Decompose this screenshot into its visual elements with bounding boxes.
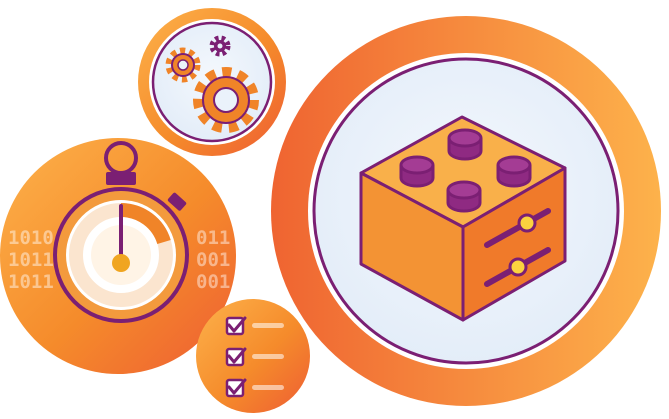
stopwatch-progress: [120, 203, 171, 245]
binary-left-line-1: 1010: [8, 227, 54, 249]
check-icon: [227, 316, 247, 333]
checklist-icon: [225, 316, 284, 398]
stopwatch-icon: [53, 141, 189, 323]
binary-right-line-2: 001: [196, 249, 230, 271]
building-block-icon: [359, 115, 567, 322]
checklist-item-1: [225, 316, 284, 336]
gears-icon: [165, 35, 259, 133]
checklist-item-3: [225, 378, 284, 398]
binary-left-line-3: 1011: [8, 271, 54, 293]
check-icon: [227, 347, 247, 364]
block-sliders: [484, 208, 551, 287]
small-gear-icon: [209, 35, 231, 57]
binary-left-line-2: 1011: [8, 249, 54, 271]
stopwatch-side-button: [167, 192, 187, 211]
checklist-item-2: [225, 347, 284, 367]
binary-text-right: 011 001 001: [196, 227, 230, 293]
binary-right-line-3: 001: [196, 271, 230, 293]
medium-gear-icon: [165, 47, 201, 83]
stopwatch-crown: [106, 172, 136, 185]
gears-badge: [138, 8, 286, 156]
binary-text-left: 1010 1011 1011: [8, 227, 54, 293]
checklist-badge: [196, 299, 310, 413]
building-block-badge: [271, 16, 661, 406]
large-gear-icon: [193, 67, 259, 133]
binary-right-line-1: 011: [196, 227, 230, 249]
block-studs: [399, 128, 532, 213]
stopwatch-badge: 1010 1011 1011 011 001 001: [0, 138, 236, 374]
check-icon: [227, 378, 247, 395]
stopwatch-center: [112, 254, 130, 272]
